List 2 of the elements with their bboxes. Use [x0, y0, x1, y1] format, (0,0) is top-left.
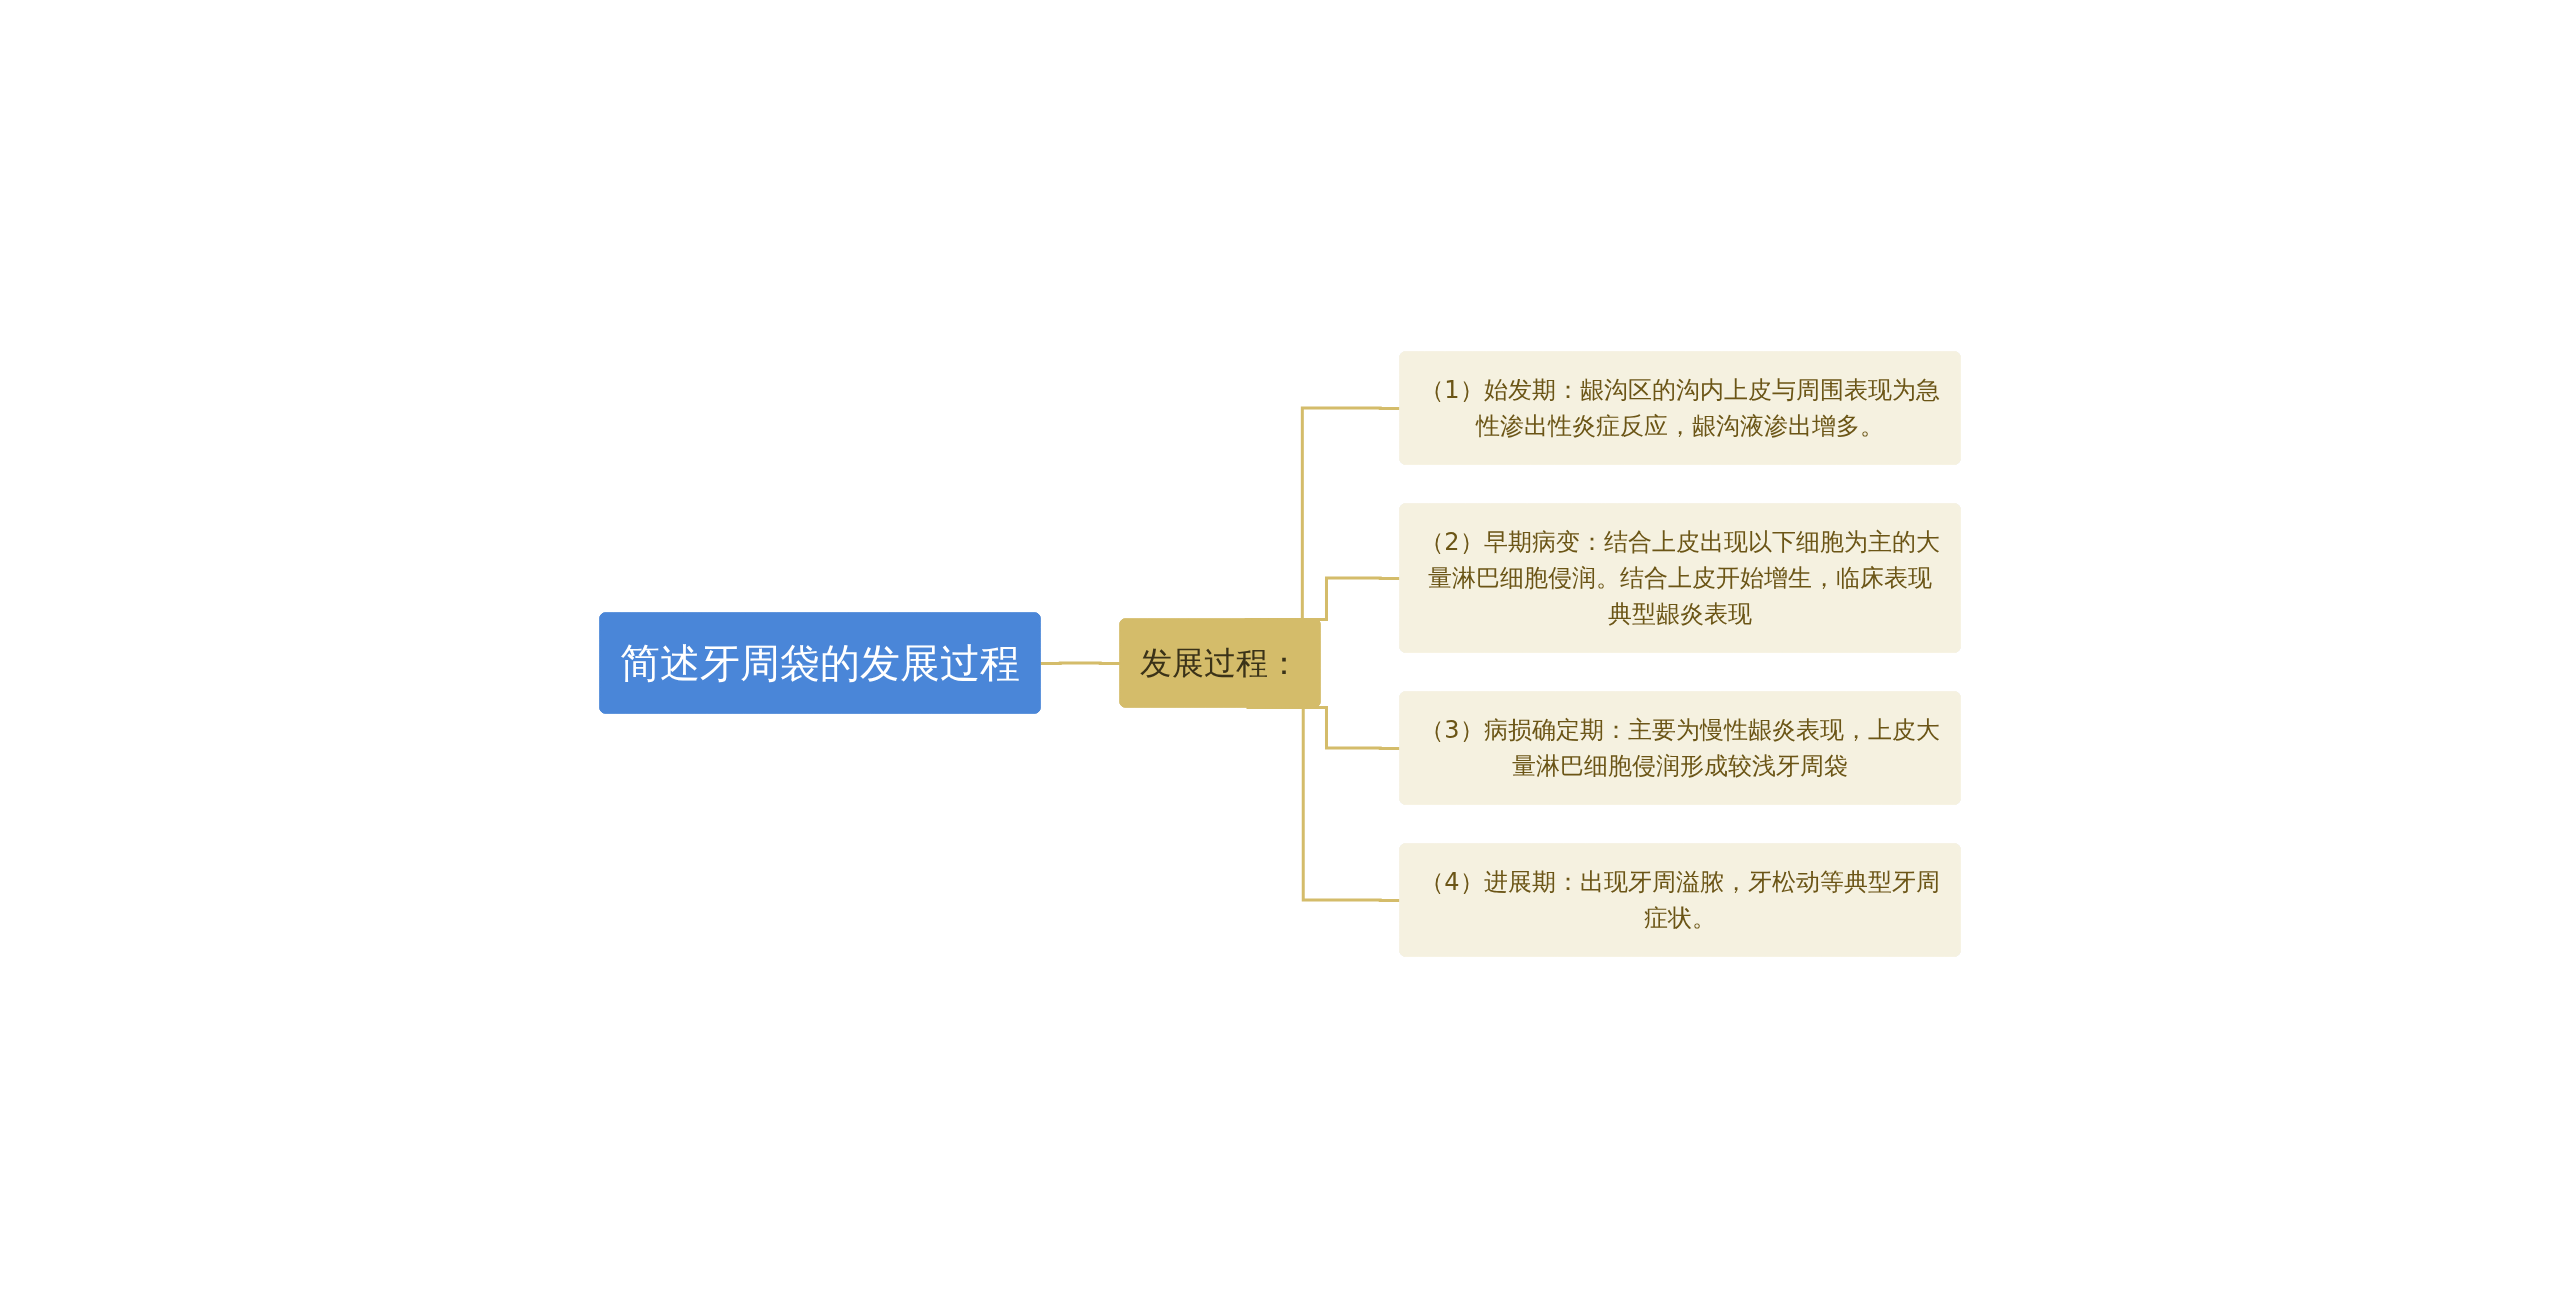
connector — [1246, 705, 1401, 902]
connector — [1040, 661, 1121, 665]
